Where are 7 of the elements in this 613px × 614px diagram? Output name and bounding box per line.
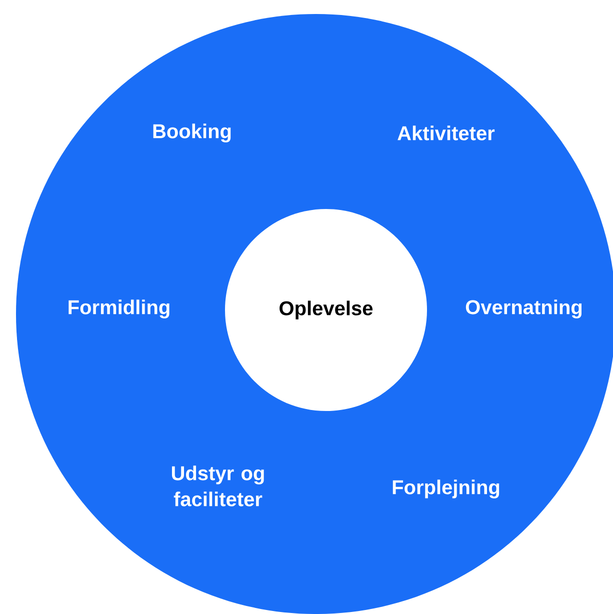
center-label: Oplevelse [280, 300, 373, 320]
segment-label: Formidling [68, 300, 170, 318]
segment-label: Aktiviteter [398, 126, 495, 140]
segment-label: Booking [153, 124, 231, 142]
segment-label: Forplejning [392, 480, 500, 498]
segment-label: Overnatning [466, 300, 582, 318]
segment-label: Udstyr og faciliteter [172, 466, 264, 506]
